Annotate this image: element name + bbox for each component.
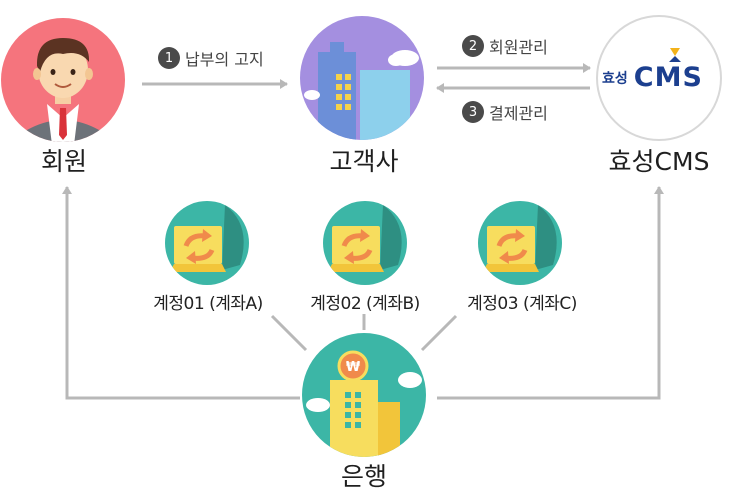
cms-logo-korean: 효성 bbox=[602, 70, 628, 87]
cms-label: 효성CMS bbox=[608, 147, 710, 176]
link-account-a-bank bbox=[270, 314, 308, 352]
account-b-icon bbox=[323, 201, 407, 285]
svg-text:₩: ₩ bbox=[346, 360, 361, 375]
account-c-icon bbox=[478, 201, 562, 285]
step-3-number: 3 bbox=[462, 101, 484, 123]
account-c-label: 계정03 (계좌C) bbox=[467, 294, 577, 314]
client-building-icon bbox=[300, 16, 424, 140]
step-1-number: 1 bbox=[158, 47, 180, 69]
account-a-label: 계정01 (계좌A) bbox=[153, 294, 263, 314]
cms-logo: 효성 CMS bbox=[602, 62, 703, 93]
step-3-label: 결제관리 bbox=[489, 104, 548, 123]
step-2-label: 회원관리 bbox=[489, 38, 548, 57]
member-label: 회원 bbox=[40, 147, 88, 176]
step-1: 1 납부의 고지 bbox=[158, 46, 264, 70]
arrow-bank-to-cms bbox=[437, 186, 664, 400]
account-b-label: 계정02 (계좌B) bbox=[310, 294, 420, 314]
bank-building-icon: ₩ bbox=[302, 333, 426, 457]
cms-logo-badge bbox=[596, 15, 722, 141]
bank-label: 은행 bbox=[340, 462, 388, 491]
member-avatar-icon bbox=[1, 18, 125, 142]
account-a-icon bbox=[165, 201, 249, 285]
link-account-c-bank bbox=[420, 314, 458, 352]
step-3: 3 결제관리 bbox=[462, 100, 548, 124]
arrow-bank-to-member bbox=[62, 186, 300, 400]
arrows bbox=[62, 63, 664, 400]
cms-logo-english: CMS bbox=[633, 62, 703, 93]
step-1-label: 납부의 고지 bbox=[185, 50, 264, 69]
client-label: 고객사 bbox=[329, 147, 399, 176]
step-2-number: 2 bbox=[462, 35, 484, 57]
step-2: 2 회원관리 bbox=[462, 34, 548, 58]
